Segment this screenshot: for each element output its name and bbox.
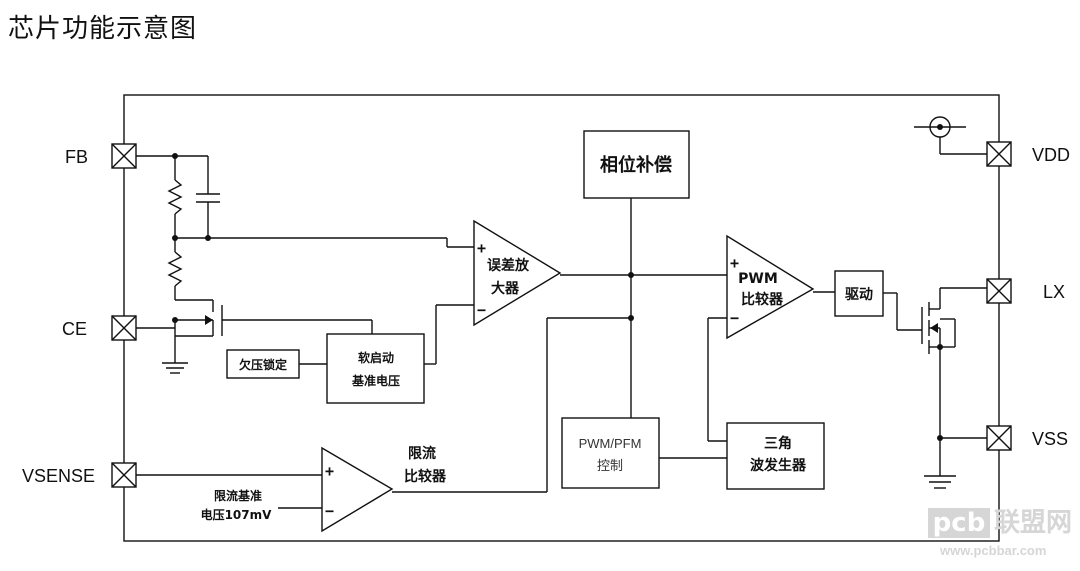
pin-label-lx: LX [1043, 282, 1065, 302]
current-limit-comparator [321, 446, 394, 533]
error-amplifier [473, 219, 562, 327]
phase-comp-block [583, 130, 690, 199]
pwm-cmp-label-1: PWM [738, 271, 778, 287]
pwm-pfm-label-2: 控制 [597, 458, 623, 473]
pin-label-vdd: VDD [1032, 145, 1070, 165]
pwm-pfm-block [561, 417, 660, 489]
limit-ref-label-2: 电压107mV [201, 507, 273, 522]
pin-label-vss: VSS [1032, 429, 1068, 449]
pin-vdd [986, 141, 1012, 167]
svg-text:pcb: pcb [933, 508, 986, 538]
resistor-upper-icon [167, 179, 183, 215]
resistor-lower-icon [167, 251, 183, 287]
soft-start-block [326, 333, 425, 404]
uvlo-block [226, 349, 300, 379]
triangle-gen-label-2: 波发生器 [750, 457, 807, 474]
limit-ref-label-1: 限流基准 [214, 488, 262, 503]
pin-ce [111, 315, 137, 341]
pin-label-vsense: VSENSE [22, 466, 95, 486]
soft-start-label-1: 软启动 [358, 350, 394, 365]
pwm-cmp-label-2: 比较器 [741, 291, 784, 308]
pin-label-ce: CE [62, 319, 87, 339]
pin-fb [111, 143, 137, 169]
vdd-supply-icon [914, 116, 987, 155]
fb-network [136, 153, 474, 374]
pwm-pfm-label-1: PWM/PFM [579, 436, 642, 451]
driver-block [834, 270, 884, 317]
power-mosfet [921, 287, 987, 489]
err-amp-label-2: 大器 [491, 280, 520, 297]
err-amp-label-1: 误差放 [487, 257, 530, 274]
uvlo-label: 欠压锁定 [239, 357, 287, 372]
err-amp-plus: + [477, 239, 486, 257]
page-title: 芯片功能示意图 [8, 14, 198, 44]
pwm-comparator [726, 234, 815, 340]
err-amp-minus: − [477, 301, 486, 319]
soft-start-label-2: 基准电压 [351, 373, 400, 388]
pwm-cmp-plus: + [730, 254, 739, 272]
limit-cmp-plus: + [325, 462, 334, 480]
mosfet-arrow-icon [930, 323, 938, 333]
pin-lx [986, 278, 1012, 304]
triangle-gen-label-1: 三角 [764, 435, 792, 452]
pin-vss [986, 425, 1012, 451]
watermark-logo: pcb 联盟网 www.pcbbar.com [928, 508, 1072, 558]
pin-label-fb: FB [65, 147, 88, 167]
svg-text:联盟网: 联盟网 [994, 508, 1072, 538]
nmos-arrow-icon [205, 315, 213, 325]
pwm-cmp-minus: − [730, 309, 739, 327]
limit-cmp-label-2: 比较器 [404, 468, 447, 485]
limit-cmp-label-1: 限流 [408, 445, 436, 462]
driver-label: 驱动 [845, 286, 873, 303]
svg-text:www.pcbbar.com: www.pcbbar.com [939, 543, 1046, 558]
triangle-gen-block [726, 422, 825, 490]
pin-vsense [111, 462, 137, 488]
limit-cmp-minus: − [325, 502, 334, 520]
phase-comp-label: 相位补偿 [600, 154, 672, 176]
